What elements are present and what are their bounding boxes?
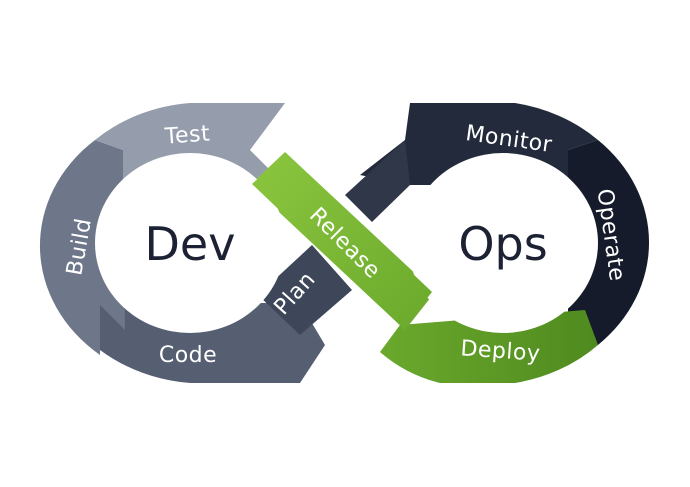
hub-dev-label: Dev bbox=[145, 217, 236, 271]
segment-build bbox=[39, 140, 126, 355]
hub-ops-circle bbox=[408, 153, 598, 333]
segment-deploy bbox=[380, 310, 598, 383]
hub-dev-circle bbox=[95, 153, 285, 333]
stage-label-code: Code bbox=[159, 343, 217, 368]
segment-operate bbox=[568, 140, 650, 345]
stage-label-deploy: Deploy bbox=[460, 336, 542, 367]
segment-test bbox=[95, 103, 285, 185]
stage-label-test: Test bbox=[163, 121, 211, 149]
segment-release-overlay bbox=[252, 153, 432, 328]
segment-crossing bbox=[345, 140, 410, 222]
segment-plan bbox=[258, 245, 352, 335]
hub-ops-label: Ops bbox=[458, 217, 547, 271]
